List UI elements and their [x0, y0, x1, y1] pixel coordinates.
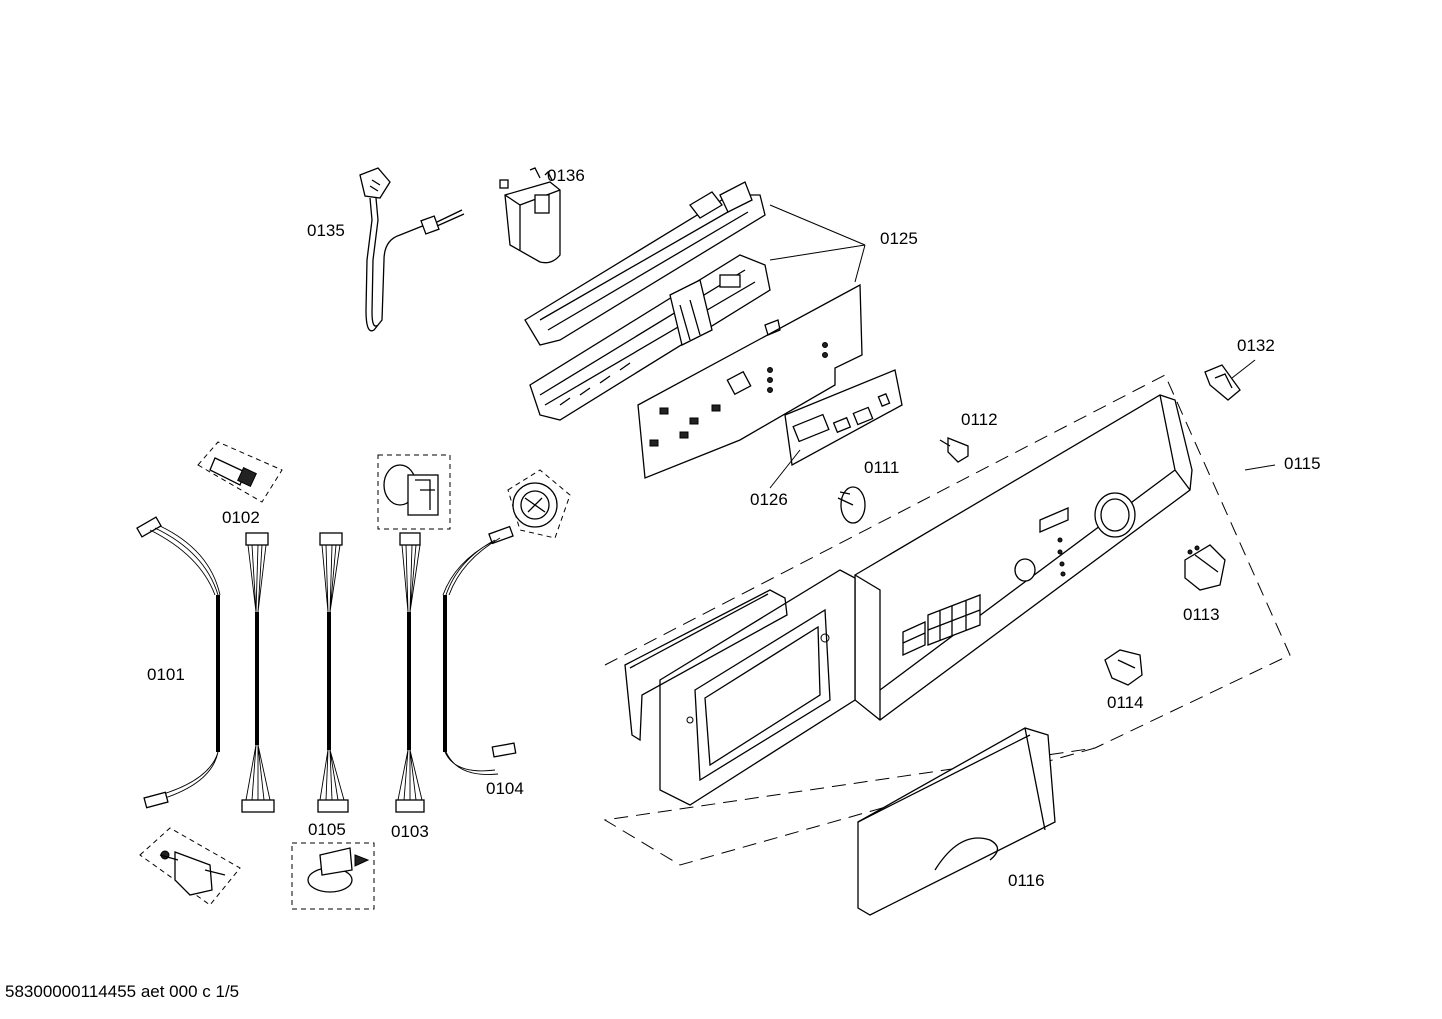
- power-cord-0135: [359, 167, 465, 332]
- harness-0105: [241, 532, 275, 813]
- display-board-0126: [784, 369, 903, 467]
- door-frame: [624, 569, 856, 806]
- harness-middle: [317, 532, 349, 813]
- harness-0104: [442, 525, 517, 775]
- label-0104: 0104: [486, 779, 524, 798]
- valve-box: [139, 827, 241, 906]
- shaft-0112: [939, 437, 969, 463]
- sensor-0102-box: [197, 441, 283, 503]
- label-0135: 0135: [307, 221, 345, 240]
- label-0126: 0126: [750, 490, 788, 509]
- button-0114: [1104, 649, 1143, 686]
- label-0102: 0102: [222, 508, 260, 527]
- clip-0132: [1204, 364, 1241, 401]
- label-0105: 0105: [308, 820, 346, 839]
- label-0136: 0136: [547, 166, 585, 185]
- circuit-board-0125: [637, 283, 863, 479]
- level-sensor-box: [507, 469, 571, 539]
- document-reference-footer: 58300000114455 aet 000 c 1/5: [5, 982, 240, 1001]
- harness-0103: [395, 532, 425, 813]
- filter-0136: [499, 167, 561, 264]
- label-0111: 0111: [864, 458, 900, 477]
- label-0125: 0125: [880, 229, 918, 248]
- knob-0113: [1184, 544, 1226, 591]
- label-0113: 0113: [1183, 605, 1220, 624]
- harness-0101: [136, 516, 221, 809]
- label-0103: 0103: [391, 822, 429, 841]
- pressure-switch-box: [377, 454, 451, 530]
- label-0116: 0116: [1008, 871, 1045, 890]
- panel-group-boundary: [603, 374, 1291, 866]
- module-housing-0125: [524, 181, 771, 421]
- control-panel-0115: [854, 394, 1193, 721]
- thermostat-box: [291, 842, 375, 910]
- label-0101: 0101: [147, 665, 185, 684]
- label-0132: 0132: [1237, 336, 1275, 355]
- drawer-handle-0116: [857, 727, 1056, 916]
- label-0114: 0114: [1107, 693, 1144, 712]
- label-0115: 0115: [1284, 454, 1321, 473]
- label-0112: 0112: [961, 410, 998, 429]
- spindle-0111: [837, 486, 866, 524]
